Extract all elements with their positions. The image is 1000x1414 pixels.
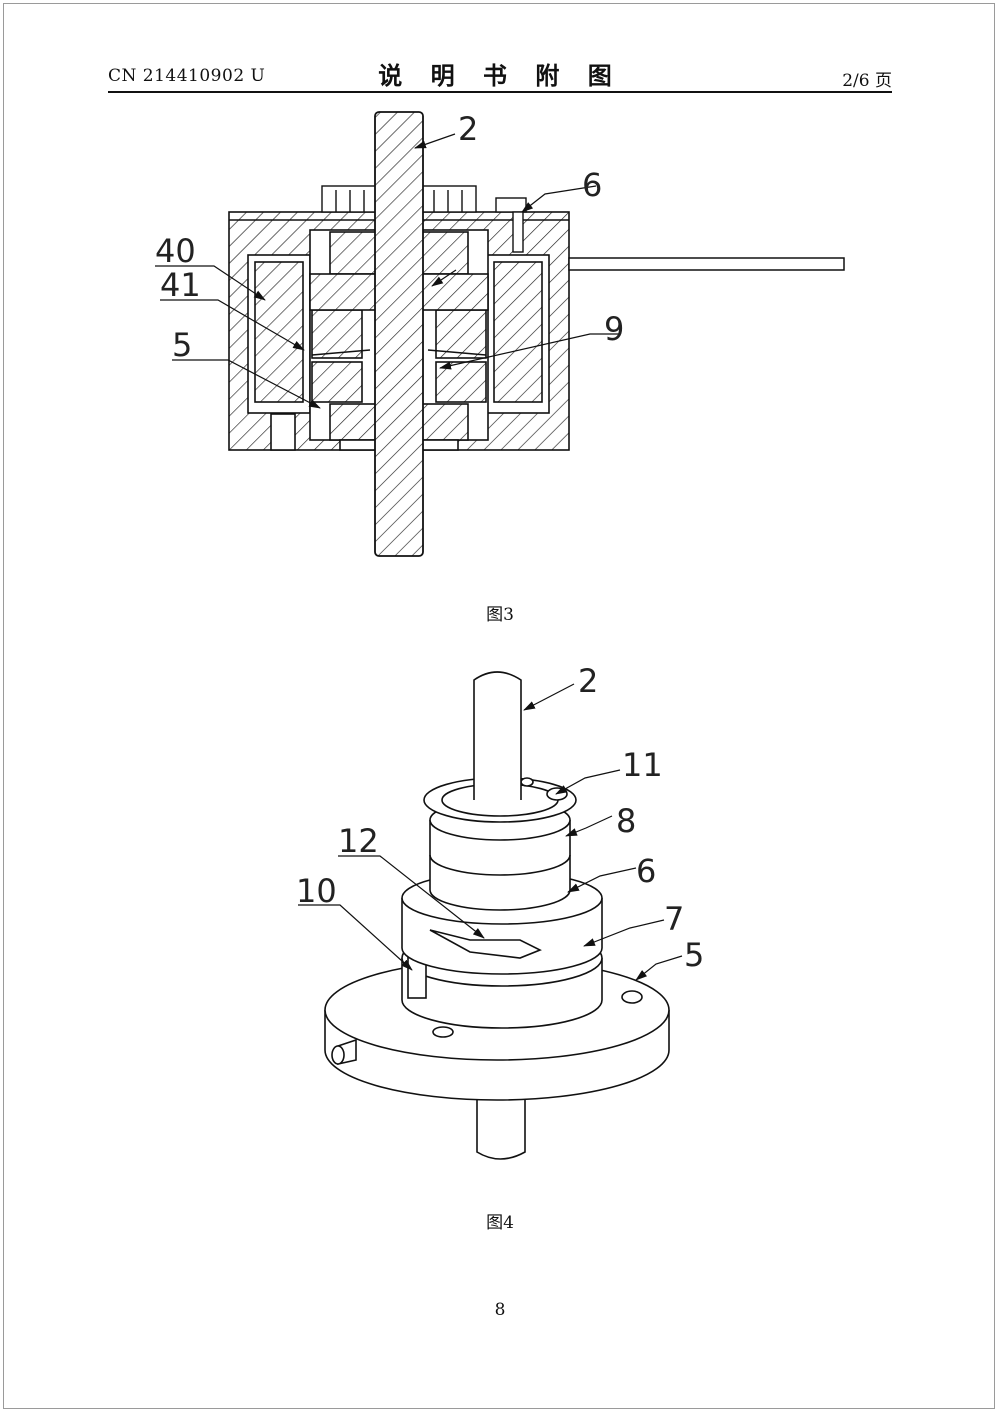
figure-3-leaders bbox=[155, 133, 620, 409]
patent-number: CN 214410902 U bbox=[108, 66, 266, 86]
fig3-label-40: 40 bbox=[155, 232, 196, 270]
fig3-label-9: 9 bbox=[604, 310, 624, 348]
fig3-label-41: 41 bbox=[160, 266, 201, 304]
fig4-label-2: 2 bbox=[578, 662, 598, 700]
fig4-label-6: 6 bbox=[636, 852, 656, 890]
fig4-label-5: 5 bbox=[684, 936, 704, 974]
fig4-label-8: 8 bbox=[616, 802, 636, 840]
side-rod bbox=[568, 257, 845, 271]
fig4-label-12: 12 bbox=[338, 822, 379, 860]
page-indicator: 2/6 页 bbox=[842, 71, 892, 91]
fig3-label-2: 2 bbox=[458, 110, 478, 148]
page-title: 说 明 书 附 图 bbox=[378, 62, 622, 90]
fig3-label-5: 5 bbox=[172, 326, 192, 364]
header-rule bbox=[108, 91, 892, 93]
notch-cut bbox=[429, 929, 542, 959]
flange-hole-right bbox=[621, 990, 643, 1004]
figure-3-caption: 图3 bbox=[486, 605, 514, 625]
page-border bbox=[3, 3, 995, 1409]
fig4-label-11: 11 bbox=[622, 746, 663, 784]
figure-4-caption: 图4 bbox=[486, 1213, 514, 1233]
figure-4-leaders bbox=[298, 683, 683, 981]
figure-3-drawing: 2 6 40 41 5 9 bbox=[155, 110, 845, 557]
figure-4-drawing: 2 11 8 12 6 10 7 5 bbox=[296, 662, 704, 1160]
cylinder-side bbox=[429, 820, 571, 911]
upper-shaft bbox=[473, 671, 522, 800]
page-number: 8 bbox=[494, 1300, 506, 1320]
shaft-section bbox=[374, 111, 424, 557]
fig4-label-10: 10 bbox=[296, 872, 337, 910]
fig4-label-7: 7 bbox=[664, 900, 684, 938]
fig3-label-6: 6 bbox=[582, 166, 602, 204]
flange-hole-front bbox=[432, 1026, 454, 1038]
